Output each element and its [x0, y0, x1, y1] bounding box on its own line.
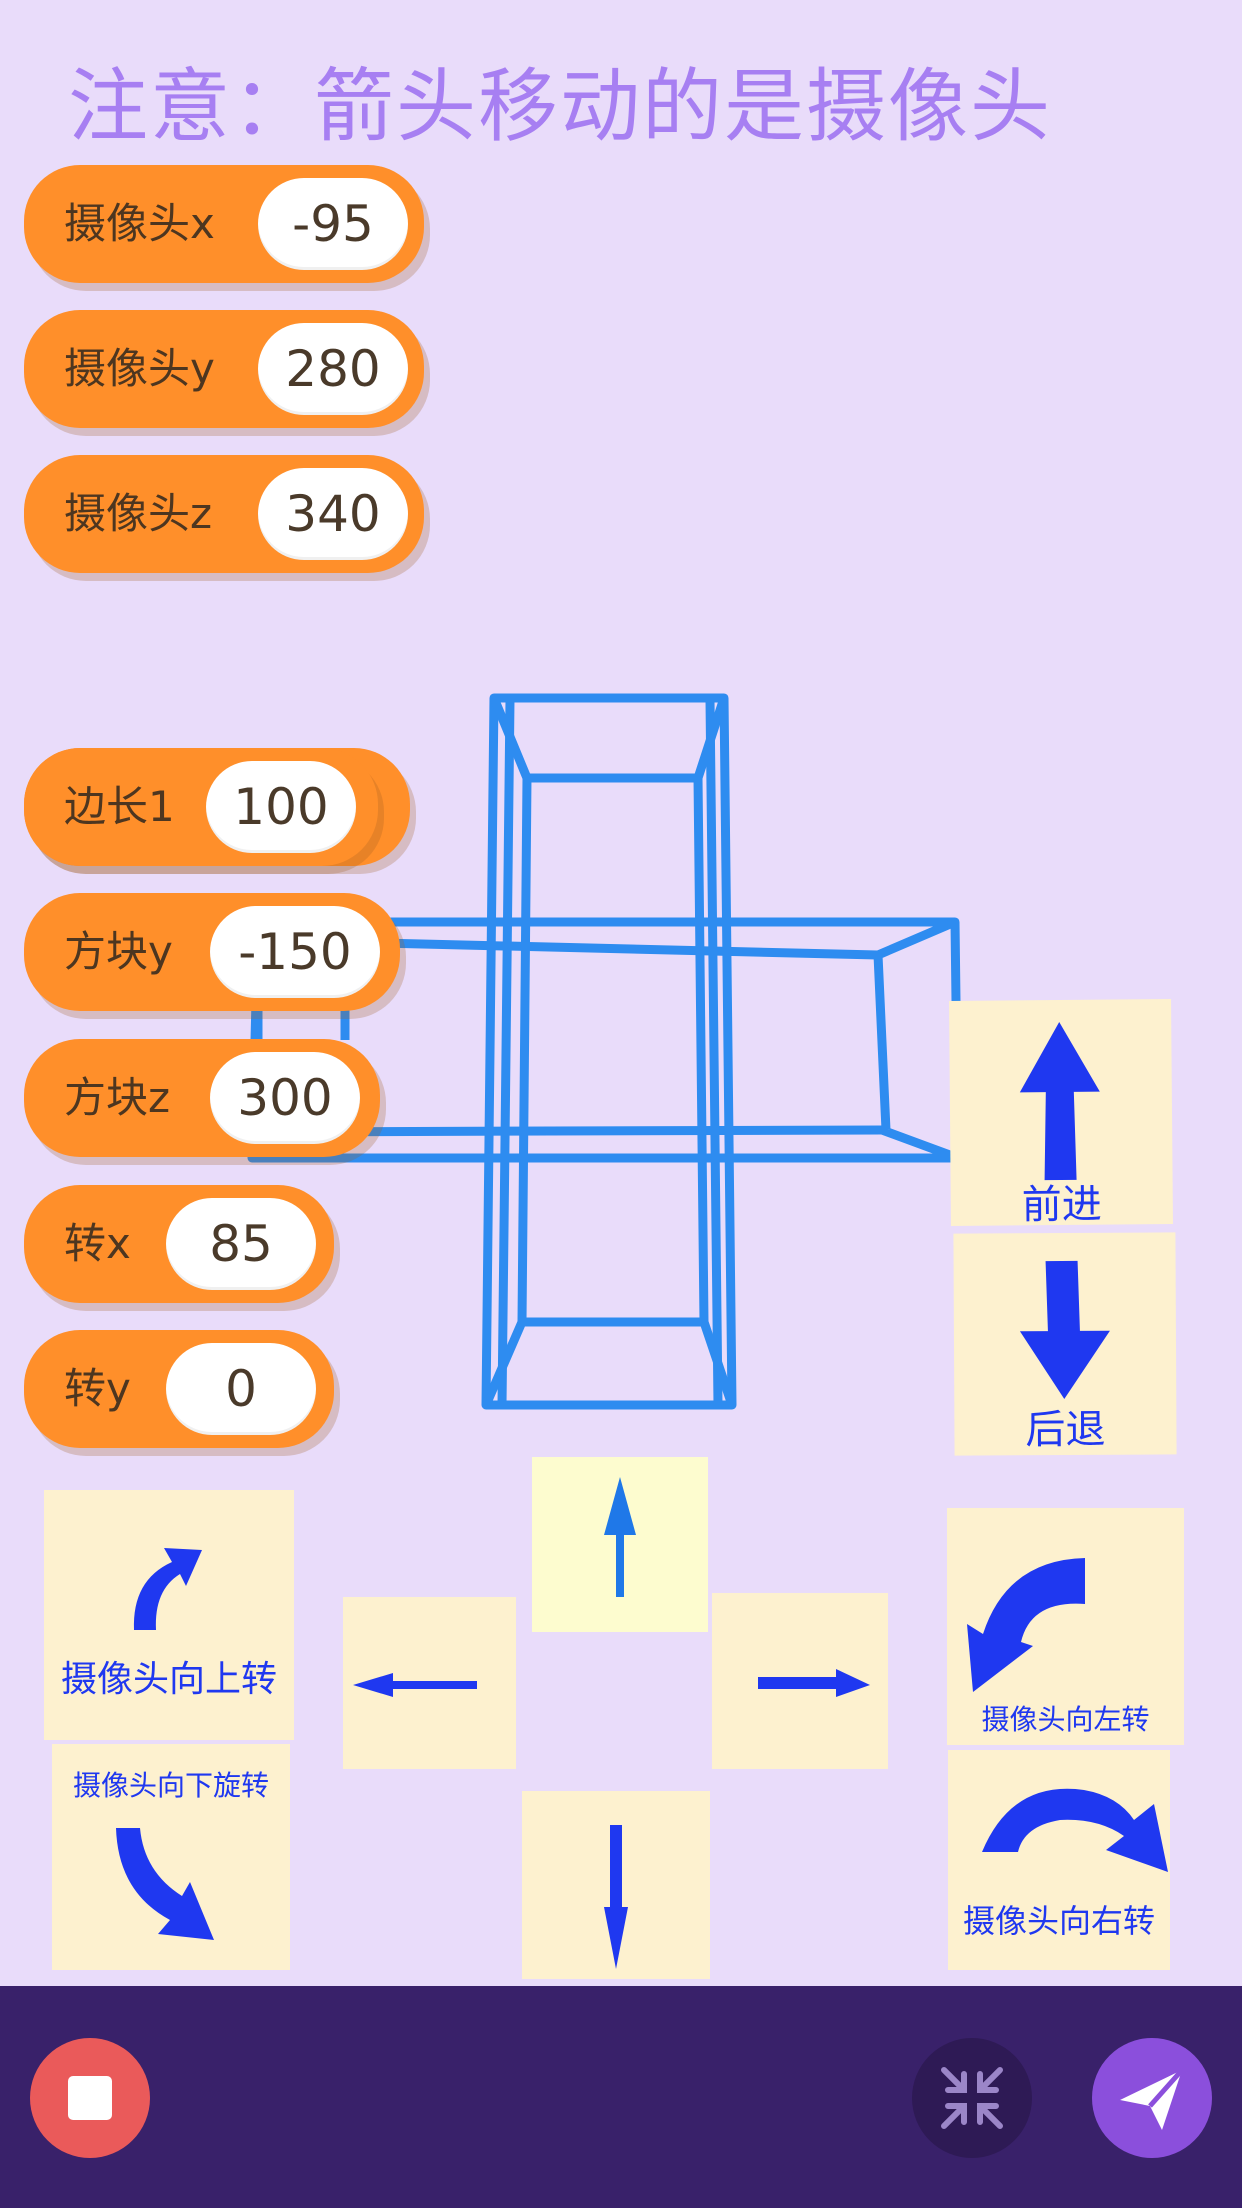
arrow-left-icon [353, 1673, 477, 1697]
monitor-value: 85 [166, 1198, 316, 1290]
arrow-up-icon [1019, 1022, 1100, 1181]
monitor-camera-z[interactable]: 摄像头z 340 [24, 455, 424, 573]
dpad-up-button[interactable] [532, 1457, 708, 1632]
monitor-rotate-y[interactable]: 转y 0 [24, 1330, 334, 1448]
monitor-label: 摄像头x [64, 199, 215, 248]
forward-button[interactable]: 前进 [949, 999, 1173, 1228]
monitor-value: 0 [166, 1343, 316, 1435]
send-button[interactable] [1092, 2038, 1212, 2158]
arrow-up-icon [604, 1477, 636, 1597]
curved-arrow-up-icon [133, 1548, 202, 1630]
backward-label: 后退 [1025, 1406, 1106, 1454]
monitor-label: 转x [64, 1219, 131, 1268]
monitor-value: -95 [258, 178, 408, 270]
monitor-camera-x[interactable]: 摄像头x -95 [24, 165, 424, 283]
bottom-toolbar [0, 1986, 1242, 2208]
turn-right-button[interactable]: 摄像头向右转 [948, 1750, 1170, 1970]
monitor-value: 280 [258, 323, 408, 415]
monitor-label: 边长1 [64, 782, 175, 831]
monitor-label: 转y [64, 1364, 131, 1413]
collapse-button[interactable] [912, 2038, 1032, 2158]
monitor-block-y[interactable]: 方块y -150 [24, 893, 400, 1011]
send-icon [1120, 2068, 1184, 2130]
stage[interactable]: 注意：箭头移动的是摄像头 摄像头x -95 摄像头y 280 摄像头z 340 … [0, 0, 1242, 1986]
monitor-label: 摄像头y [64, 344, 215, 393]
monitor-rotate-x[interactable]: 转x 85 [24, 1185, 334, 1303]
monitor-value: -150 [210, 906, 380, 998]
curved-arrow-left-icon [967, 1558, 1085, 1692]
dpad-down-button[interactable] [522, 1791, 710, 1979]
arrow-down-icon [604, 1825, 628, 1969]
wire-vertical-inner [517, 773, 709, 1327]
turn-left-button[interactable]: 摄像头向左转 [947, 1508, 1184, 1745]
collapse-icon [941, 2067, 1003, 2129]
monitor-value: 300 [210, 1052, 360, 1144]
arrow-right-icon [758, 1669, 870, 1697]
dpad-right-button[interactable] [712, 1593, 888, 1769]
turn-down-label: 摄像头向下旋转 [72, 1769, 269, 1802]
wire-vertical-lines [497, 699, 723, 1406]
monitor-value: 340 [258, 468, 408, 560]
stop-icon [68, 2076, 112, 2120]
stop-button[interactable] [30, 2038, 150, 2158]
turn-up-label: 摄像头向上转 [60, 1659, 277, 1700]
monitor-value: 100 [206, 761, 356, 853]
dpad-left-button[interactable] [343, 1597, 516, 1769]
forward-label: 前进 [1021, 1181, 1103, 1229]
turn-left-label: 摄像头向左转 [981, 1703, 1150, 1736]
monitor-label: 方块z [64, 1073, 171, 1122]
monitor-label: 方块y [64, 927, 173, 976]
curved-arrow-down-icon [116, 1828, 214, 1940]
turn-up-button[interactable]: 摄像头向上转 [44, 1490, 294, 1740]
monitor-block-z[interactable]: 方块z 300 [24, 1039, 380, 1157]
turn-right-label: 摄像头向右转 [962, 1902, 1155, 1940]
wire-horizontal-right [873, 917, 960, 1163]
monitor-edge-length[interactable]: 边长1 100 [24, 748, 378, 866]
arrow-down-icon [1019, 1260, 1110, 1400]
backward-button[interactable]: 后退 [953, 1232, 1177, 1456]
turn-down-button[interactable]: 摄像头向下旋转 [52, 1744, 290, 1970]
monitor-label: 摄像头z [64, 489, 213, 538]
monitor-camera-y[interactable]: 摄像头y 280 [24, 310, 424, 428]
page-title: 注意：箭头移动的是摄像头 [68, 60, 1052, 153]
curved-arrow-right-icon [982, 1788, 1168, 1872]
